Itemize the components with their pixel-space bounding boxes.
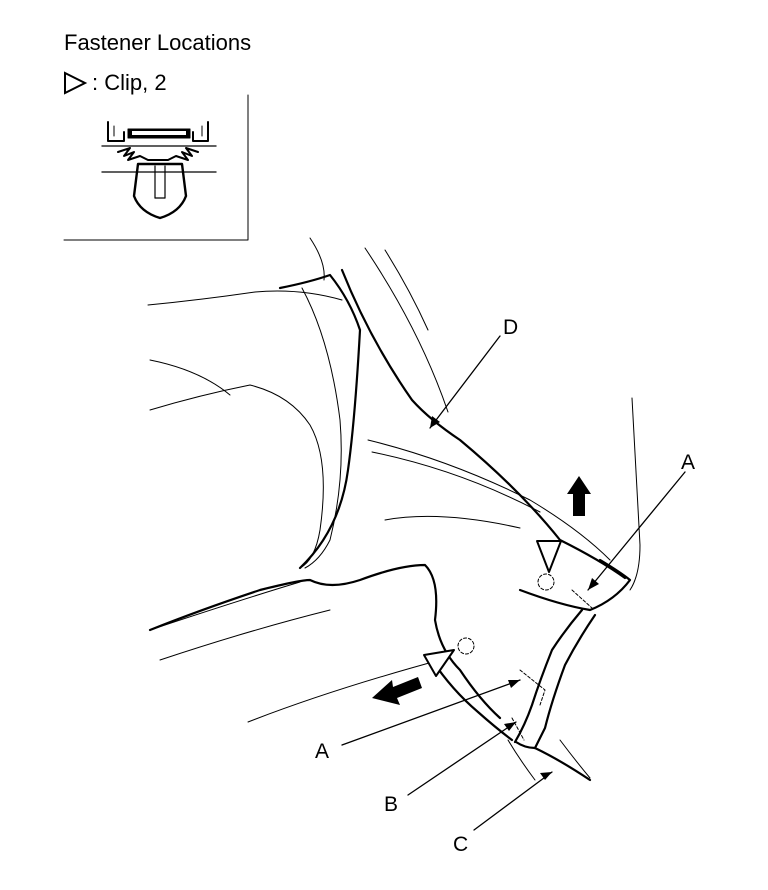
clip-marks: [457, 573, 593, 741]
callout-a-lower: A: [315, 740, 330, 763]
removal-arrows: [372, 476, 591, 705]
clip-triangle-upper-icon: [536, 540, 562, 573]
callout-a-upper: A: [681, 451, 696, 474]
leader-a-lower: [341, 679, 521, 746]
legend-text: : Clip, 2: [92, 70, 167, 95]
arrow-up-icon: [567, 476, 591, 516]
legend: : Clip, 2: [62, 70, 167, 96]
clip-detail-icon: [101, 121, 217, 220]
leader-arrowheads: [430, 416, 599, 780]
leader-b: [407, 721, 517, 796]
diagram-title: Fastener Locations: [64, 30, 252, 55]
leader-d: [429, 335, 501, 429]
clip-upper-mark: [537, 573, 555, 591]
clip-triangle-lower-icon: [423, 649, 455, 677]
callout-c: C: [453, 833, 469, 856]
open-triangle-icon: [64, 71, 88, 95]
leader-a-upper: [587, 471, 686, 591]
callout-b: B: [384, 793, 399, 816]
arrow-down-left-icon: [372, 677, 422, 705]
clip-detail-inset: [63, 94, 249, 241]
leader-lines: [341, 335, 686, 831]
clip-lower-mark: [457, 637, 475, 655]
callout-d: D: [503, 316, 519, 339]
vehicle-body-outline: [147, 237, 641, 781]
trim-panel-outline: [148, 268, 632, 782]
clip-triangles: [423, 540, 562, 677]
leader-c: [473, 771, 553, 831]
